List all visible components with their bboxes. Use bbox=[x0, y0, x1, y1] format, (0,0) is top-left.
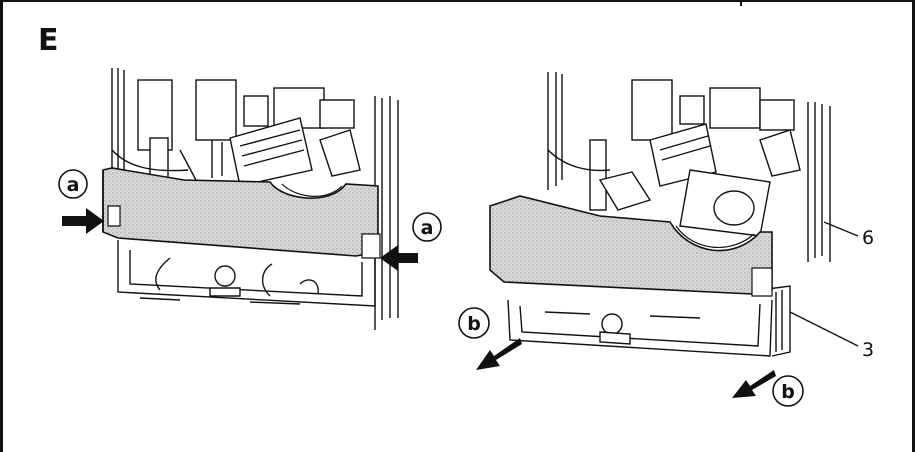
panel-label: E bbox=[38, 23, 59, 58]
callout-a-right: a bbox=[421, 217, 434, 239]
pull-arrow-left bbox=[476, 338, 522, 370]
frame-tick bbox=[740, 0, 742, 6]
pull-arrow-right bbox=[732, 370, 776, 398]
callout-a-left-circle bbox=[58, 169, 88, 199]
part-number-6: 6 bbox=[862, 227, 874, 249]
part-number-3: 3 bbox=[862, 339, 874, 361]
left-machine-drawing bbox=[111, 68, 399, 330]
callout-a-left: a bbox=[67, 174, 80, 196]
right-machine-drawing bbox=[507, 72, 831, 357]
left-drip-tray bbox=[102, 167, 381, 259]
right-press-arrow bbox=[380, 245, 418, 271]
right-drip-tray bbox=[489, 195, 773, 297]
leader-line-6 bbox=[823, 221, 859, 237]
callout-b-right: b bbox=[781, 381, 795, 403]
callout-b-right-circle bbox=[772, 375, 804, 407]
leader-line-3 bbox=[789, 311, 859, 347]
callout-b-left-circle bbox=[458, 307, 490, 339]
callout-b-left: b bbox=[467, 313, 481, 335]
callout-a-right-circle bbox=[412, 212, 442, 242]
left-press-arrow bbox=[62, 208, 104, 234]
